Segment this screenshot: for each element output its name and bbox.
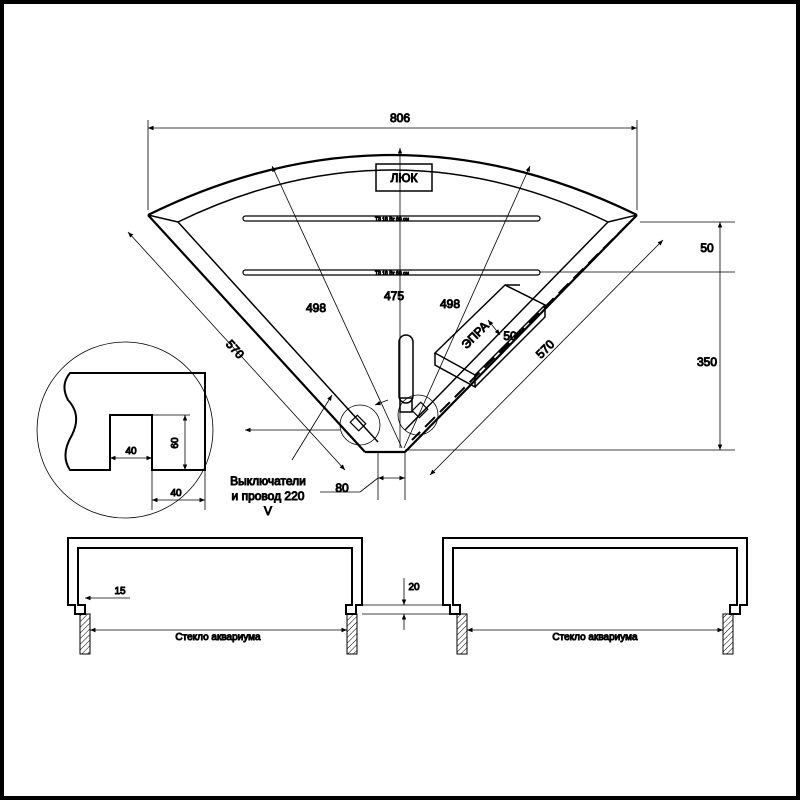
section-left [67, 537, 363, 655]
switches-label-3: V [264, 504, 272, 518]
dim-width-label: 806 [390, 111, 410, 125]
depth-dimensions [405, 221, 735, 451]
detail-edge: 40 [170, 488, 182, 499]
handle [398, 334, 414, 404]
lamp-1-label: T8 18 Вт 60 см [375, 217, 409, 223]
switch-box [399, 397, 413, 413]
side-right-label: 570 [533, 337, 557, 361]
glass-left-label: Стекло аквариума [175, 632, 261, 643]
bottom-width-dim [320, 452, 406, 500]
switches-label-1: Выключатели [230, 474, 306, 488]
rim-height-label: 20 [408, 582, 420, 593]
radius-right-label: 498 [440, 297, 460, 311]
lid-outline [147, 154, 638, 454]
side-left-label: 570 [223, 337, 247, 361]
lamp-2-label: T8 18 Вт 60 см [375, 271, 409, 277]
wire-dashed [411, 223, 629, 441]
glass-right-label: Стекло аквариума [552, 632, 638, 643]
radius-center-label: 475 [384, 289, 404, 303]
detail-notch-width: 40 [125, 446, 137, 457]
lamp-tubes [242, 215, 541, 276]
rim-width-label: 15 [114, 586, 126, 597]
hatch-box [375, 163, 433, 192]
detail-view [36, 341, 214, 519]
detail-marker-left [339, 404, 381, 446]
bottom-width-label: 80 [335, 481, 349, 495]
hatch-label: ЛЮК [391, 171, 418, 185]
offset-top-label: 50 [700, 241, 714, 255]
radius-left-label: 498 [306, 301, 326, 315]
depth-label: 350 [697, 355, 717, 369]
rim-height-dim [362, 578, 450, 630]
dimension-width [147, 120, 638, 210]
switches-label-2: и провод 220 [232, 489, 305, 503]
detail-notch-height: 60 [170, 437, 181, 449]
section-right [442, 537, 748, 655]
detail-marker-right [397, 394, 439, 436]
